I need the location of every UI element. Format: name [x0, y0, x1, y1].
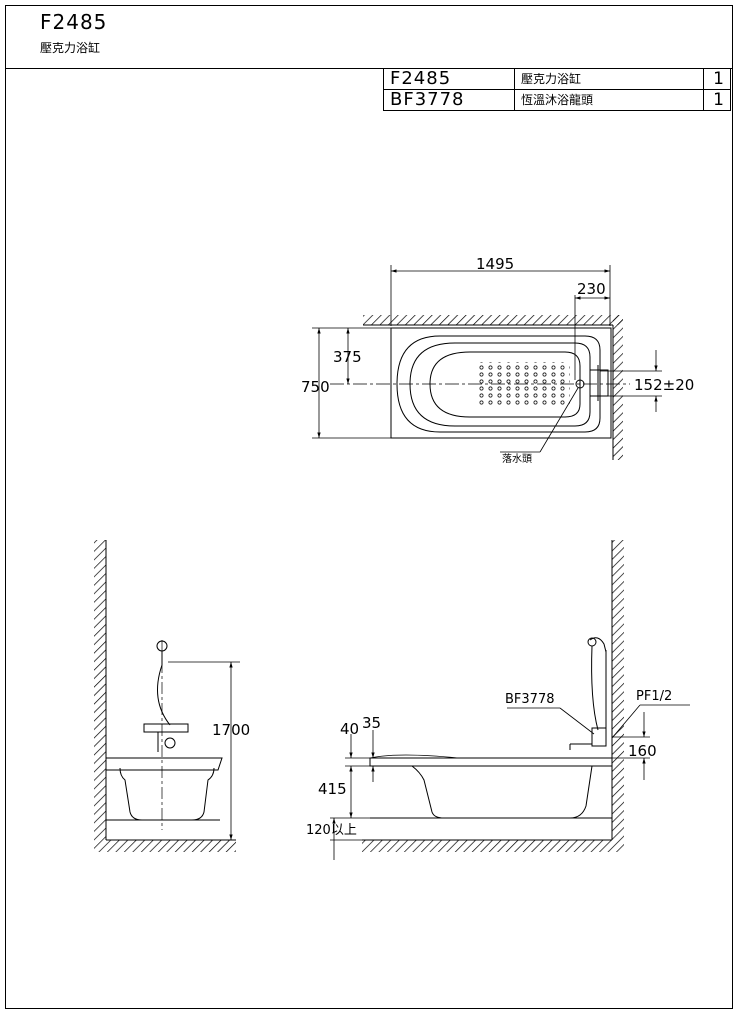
plan-view: [312, 265, 662, 460]
side-wall-left: [94, 540, 106, 840]
side-tub-body: [119, 767, 215, 821]
part-qty: 1: [703, 89, 731, 111]
side-floor: [94, 840, 236, 852]
front-view: [330, 540, 690, 860]
parts-row: F2485 壓克力浴缸 1: [383, 68, 731, 90]
dim-height-label: 1700: [212, 721, 250, 739]
plan-antislip-dots: [475, 362, 570, 407]
side-shower-hose: [157, 664, 171, 726]
dim-offset-label: 230: [577, 280, 606, 298]
dim-center-label: 375: [333, 348, 362, 366]
dim-415-label: 415: [318, 780, 347, 798]
title-divider: [5, 68, 733, 69]
dim-pipe-height-label: 160: [628, 742, 657, 760]
drain-leader: [539, 387, 579, 453]
front-tub-rim: [369, 757, 613, 767]
model-subtitle: 壓克力浴缸: [40, 41, 101, 55]
plan-wall-top: [363, 315, 623, 325]
drain-label: 落水頭: [502, 453, 532, 465]
faucet-callout: BF3778: [505, 692, 554, 707]
front-showerhead-icon: [589, 637, 607, 653]
plan-tub-basin: [429, 351, 581, 418]
side-view: [94, 540, 240, 852]
side-tub-rim: [106, 757, 223, 771]
parts-table: F2485 壓克力浴缸 1 BF3778 恆溫沐浴龍頭 1: [383, 68, 731, 111]
plan-faucet-icon: [589, 369, 609, 397]
front-faucet-icon: [591, 727, 607, 747]
dim-floor-label: 120以上: [306, 823, 357, 838]
plan-tub-inner-rim: [409, 342, 591, 427]
dim-pipe-label: 152±20: [634, 376, 694, 394]
plan-wall-right: [613, 315, 623, 460]
front-floor: [362, 840, 624, 852]
sheet-border: [5, 5, 733, 1009]
front-wall-right: [612, 540, 624, 840]
plan-tub-rim: [396, 335, 601, 433]
model-title: F2485: [40, 10, 108, 34]
plan-tub-outline: [390, 327, 612, 439]
pipe-callout: PF1/2: [636, 689, 672, 704]
part-name: 恆溫沐浴龍頭: [514, 89, 704, 111]
front-tub-body: [411, 765, 593, 819]
dim-40-label: 40: [340, 720, 359, 738]
side-faucet-icon: [143, 723, 189, 733]
part-code: BF3778: [383, 89, 515, 111]
dim-length-label: 1495: [476, 255, 514, 273]
part-code: F2485: [383, 68, 515, 90]
parts-row: BF3778 恆溫沐浴龍頭 1: [383, 89, 731, 111]
dim-width-label: 750: [301, 378, 330, 396]
dim-35-label: 35: [362, 714, 381, 732]
